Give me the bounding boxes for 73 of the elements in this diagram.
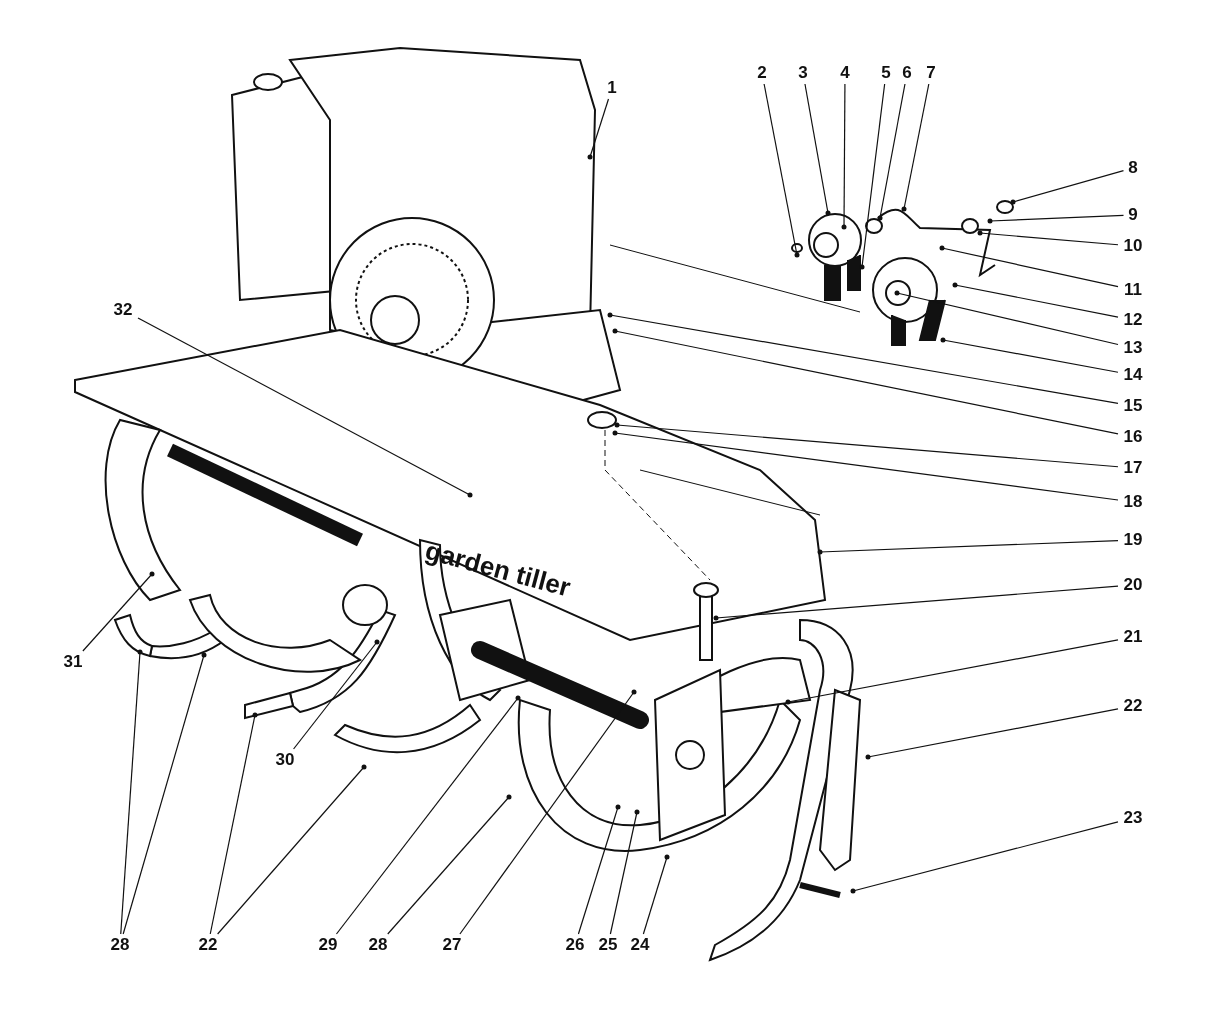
leader-line [939, 245, 1119, 288]
leader-line [841, 83, 847, 230]
callout-number: 28 [365, 935, 391, 955]
callout-number: 9 [1125, 205, 1141, 225]
callout-number: 19 [1120, 530, 1146, 550]
callout-number: 3 [795, 63, 811, 83]
callout-number: 31 [60, 652, 86, 672]
callout-number: 25 [595, 935, 621, 955]
shield-lettering: garden tiller [422, 535, 574, 604]
leader-line [850, 821, 1119, 894]
callout-number: 7 [923, 63, 939, 83]
callout-number: 2 [754, 63, 770, 83]
callout-number: 15 [1120, 396, 1146, 416]
leader-line [612, 328, 1119, 435]
callout-number: 27 [439, 935, 465, 955]
tine-drawing [114, 614, 153, 657]
callout-number: 24 [627, 935, 653, 955]
leader-line [587, 98, 610, 160]
callout-number: 11 [1120, 280, 1146, 300]
callout-number: 4 [837, 63, 853, 83]
callout-number: 20 [1120, 575, 1146, 595]
callout-number: 29 [315, 935, 341, 955]
leader-line [122, 652, 207, 935]
callout-number: 1 [604, 78, 620, 98]
callout-number: 23 [1120, 808, 1146, 828]
callout-number: 30 [272, 750, 298, 770]
leader-line [137, 317, 473, 498]
leader-line [642, 854, 670, 935]
leader-line [292, 639, 380, 750]
leader-line [1010, 170, 1125, 205]
leader-line [859, 83, 886, 270]
leader-line [804, 83, 831, 216]
leader-line [612, 430, 1119, 501]
leader-line [865, 708, 1119, 760]
leader-line [614, 422, 1119, 468]
leader-line [82, 571, 155, 652]
callout-number: 28 [107, 935, 133, 955]
leader-line [209, 712, 258, 935]
callout-number: 14 [1120, 365, 1146, 385]
leader-line [977, 230, 1119, 246]
leader-line [940, 337, 1119, 373]
leader-line [335, 695, 521, 935]
leader-line [459, 689, 637, 935]
leader-line [987, 214, 1125, 224]
callout-number: 18 [1120, 492, 1146, 512]
leader-line [785, 639, 1119, 705]
leader-line [952, 282, 1119, 318]
callout-number: 12 [1120, 310, 1146, 330]
leader-line [877, 83, 906, 221]
leader-line [120, 649, 143, 935]
callout-number: 22 [195, 935, 221, 955]
callout-number: 5 [878, 63, 894, 83]
callout-number: 13 [1120, 338, 1146, 358]
callout-number: 17 [1120, 458, 1146, 478]
leader-line [607, 312, 1119, 404]
leader-line [763, 83, 800, 258]
callout-number: 22 [1120, 696, 1146, 716]
callout-number: 26 [562, 935, 588, 955]
leader-line [817, 540, 1119, 555]
leader-line [577, 804, 621, 935]
callout-number: 6 [899, 63, 915, 83]
callout-number: 10 [1120, 236, 1146, 256]
callout-number: 32 [110, 300, 136, 320]
callout-number: 16 [1120, 427, 1146, 447]
leader-line [713, 585, 1119, 621]
callout-number: 21 [1120, 627, 1146, 647]
leader-line [217, 764, 367, 935]
leader-line [609, 809, 640, 935]
callout-number: 8 [1125, 158, 1141, 178]
leader-line [894, 290, 1119, 346]
tine-drawing [244, 691, 295, 720]
leader-line [387, 794, 512, 935]
leader-line [901, 83, 930, 212]
